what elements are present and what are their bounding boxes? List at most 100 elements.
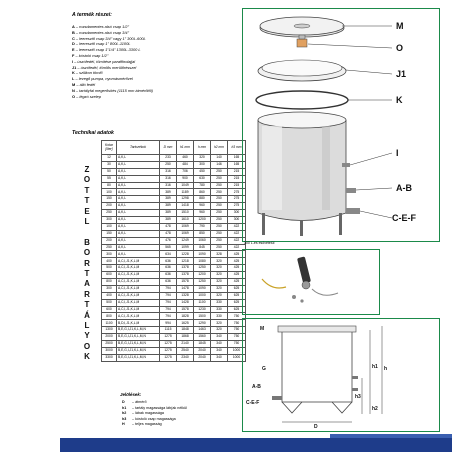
table-cell: 320 — [210, 257, 228, 266]
legend-item: D– átmérő — [122, 400, 147, 404]
column-header: h2 mm — [210, 140, 228, 155]
part-key: I — [72, 58, 74, 64]
table-cell: A,K,L — [116, 167, 160, 176]
table-cell: A,C,I,J1,K,L,M — [116, 298, 160, 307]
table-cell: 250 — [101, 209, 117, 218]
table-cell: 1250 — [193, 278, 211, 286]
table-cell: 500 — [101, 298, 117, 307]
table-cell: B,D,I,J1,K,L,M — [116, 319, 160, 328]
valve-o — [296, 38, 308, 48]
side-letter: T — [84, 269, 90, 278]
table-cell: 2540 — [176, 346, 194, 355]
hose-k — [255, 90, 349, 110]
table-cell: 1428 — [176, 298, 194, 307]
legend-key: D — [122, 400, 125, 404]
part-item: C – leeresztő csap 3/4" vagy 1" 300L-600… — [72, 35, 146, 41]
table-cell: 845 — [193, 243, 211, 252]
legend-text: átmérő — [135, 400, 147, 404]
table-cell: 2500 — [101, 340, 117, 348]
table-cell: 320 — [210, 271, 228, 280]
pump-frame — [242, 249, 380, 315]
side-letter: B — [84, 237, 90, 247]
part-key: O — [72, 93, 76, 99]
table-cell: 1069 — [176, 229, 194, 238]
side-letter: O — [83, 341, 91, 351]
side-letter: Y — [84, 331, 90, 341]
legend-item: h2– lábak magassága — [122, 411, 164, 416]
table-cell: 320 — [210, 284, 228, 293]
table-cell: 80 — [101, 181, 117, 190]
part-item: J1 – úszófedél, tömlős merülőrésszel — [72, 64, 137, 70]
pump-image — [261, 256, 339, 303]
table-cell: A,K,L — [116, 229, 160, 238]
table-cell: 389 — [159, 209, 177, 218]
table-cell: 1000 — [193, 291, 211, 300]
table-cell: 1625 — [176, 319, 194, 328]
table-cell: 600 — [101, 271, 117, 280]
table-cell: 12 — [101, 154, 117, 162]
table-cell: 630 — [193, 174, 211, 183]
table-cell: 250 — [210, 174, 228, 183]
table-cell: 1845 — [193, 340, 211, 348]
table-cell: 320 — [210, 319, 228, 328]
dim-label-d: D — [314, 424, 318, 430]
side-letter: Á — [84, 310, 90, 320]
table-cell: 316 — [159, 181, 177, 190]
table-cell: 484 — [176, 160, 194, 169]
part-text: úszófedél, tömlős merülőrésszel — [80, 64, 137, 70]
table-cell: 1250 — [193, 264, 211, 273]
table-cell: 2040 — [193, 346, 211, 355]
column-header: h3 mm — [227, 140, 246, 155]
dim-label-g: G — [262, 366, 266, 372]
table-cell: B,E,G,I,J1,K,L,M,N — [116, 333, 160, 342]
table-cell: 1378 — [176, 271, 194, 280]
table-cell: 1000 — [227, 353, 246, 362]
table-cell: A,C,I,J1,K,L,M — [116, 291, 160, 300]
dim-label-m: M — [260, 326, 264, 332]
table-cell: 800 — [101, 278, 117, 286]
table-cell: 1275 — [159, 353, 177, 362]
table-cell: 1298 — [176, 195, 194, 204]
table-cell: 100 — [101, 222, 117, 231]
table-cell: B,E,G,I,J1,K,L,M,N — [116, 353, 160, 362]
table-cell: 1463 — [193, 326, 211, 335]
part-key: J1 — [72, 64, 77, 70]
legend-text: kóstoló csap magassága — [135, 416, 176, 421]
table-cell: 100 — [101, 188, 117, 197]
table-cell: A,K,L — [116, 209, 160, 218]
table-cell: 1418 — [176, 202, 194, 211]
table-cell: 250 — [210, 229, 228, 238]
part-text: tartályfal megerősítés (1115 mm átmérőtő… — [79, 87, 153, 93]
table-cell: 250 — [210, 222, 228, 231]
table-cell: 140 — [210, 154, 228, 162]
table-cell: 994 — [159, 319, 177, 328]
table-cell: 794 — [159, 291, 177, 300]
table-cell: 250 — [210, 216, 228, 224]
part-text: rozsdamentes alsó csap 1/2" — [79, 24, 129, 29]
table-cell: 1328 — [176, 291, 194, 300]
pump-body — [297, 256, 311, 284]
table-cell: A,K,L — [116, 222, 160, 231]
part-key: M — [72, 81, 76, 87]
part-key: C — [72, 35, 75, 41]
table-cell: 450 — [193, 167, 211, 176]
table-cell: 478 — [159, 222, 177, 231]
table-cell: 233 — [159, 154, 177, 162]
table-cell: 634 — [159, 250, 177, 259]
table-cell: 1510 — [176, 209, 194, 218]
table-cell: 1069 — [176, 222, 194, 231]
table-cell: 1060 — [193, 236, 211, 245]
dim-label-a-b: A-B — [252, 384, 261, 390]
table-cell: 250 — [210, 243, 228, 252]
table-cell: 1249 — [176, 236, 194, 245]
table-cell: 2000 — [101, 333, 117, 342]
